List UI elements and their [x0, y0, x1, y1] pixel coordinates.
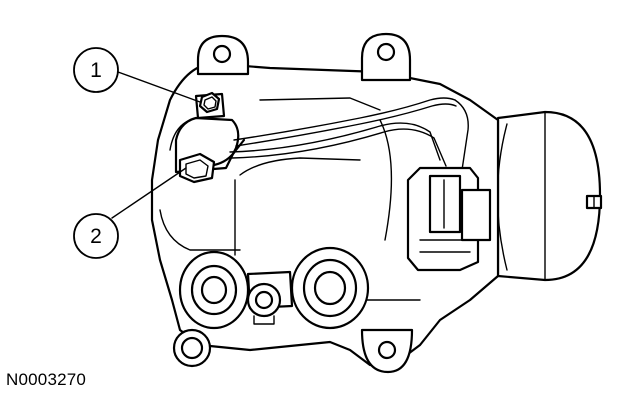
callout-1: 1 — [73, 47, 201, 103]
figure-id: N0003270 — [6, 370, 87, 389]
callout-2: 2 — [73, 167, 187, 259]
electrical-connector — [406, 166, 492, 272]
callout-1-label: 1 — [90, 59, 102, 82]
port-fittings — [172, 246, 370, 368]
switch-bolt — [174, 91, 240, 174]
clutch-pulley — [483, 110, 603, 282]
callout-2-label: 2 — [90, 225, 102, 248]
pressure-sensor — [178, 138, 246, 184]
wiring-harness — [229, 97, 469, 171]
